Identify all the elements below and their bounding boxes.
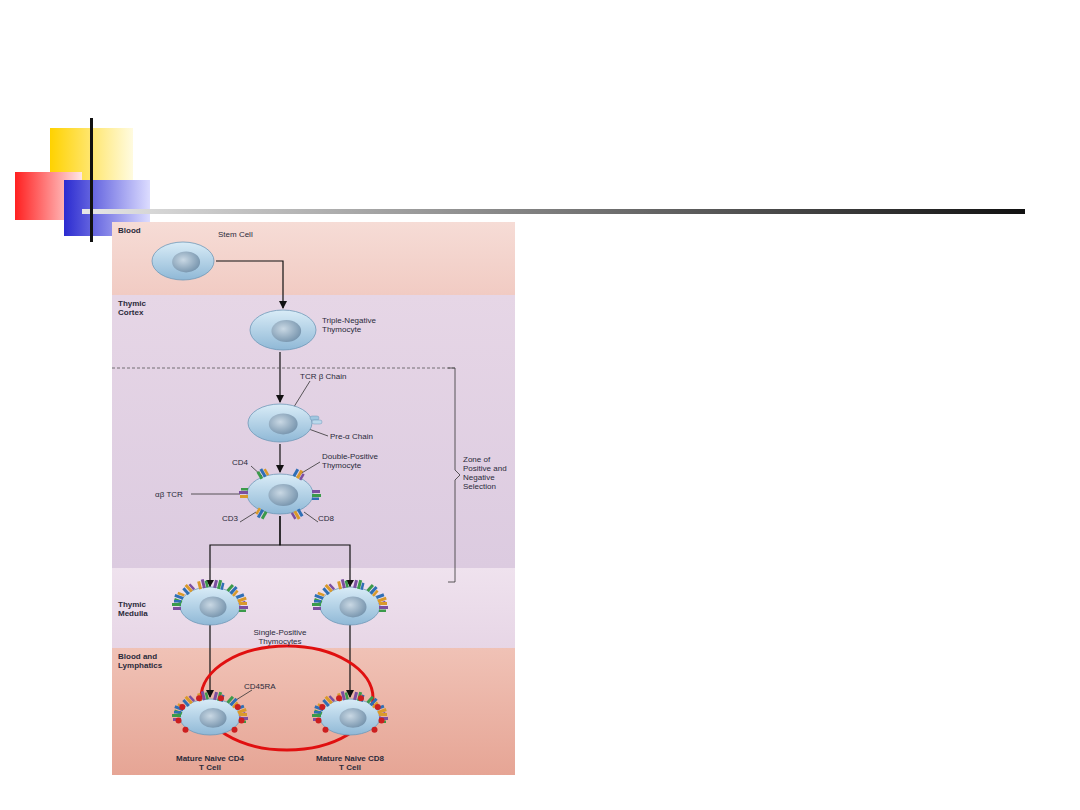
region-label: Blood and Lymphatics	[118, 652, 178, 670]
pre-tcr-cell: TCR β ChainPre-α Chain	[246, 402, 314, 444]
double-positive-cell: Double-Positive Thymocyte	[245, 472, 315, 516]
cell-label: Pre-α Chain	[330, 432, 390, 441]
part-label: CD45RA	[244, 682, 280, 691]
flow-arrow	[210, 516, 280, 697]
region-label: Blood	[118, 226, 178, 235]
part-label: CD8	[318, 514, 340, 523]
region-label: Thymic Medulla	[118, 600, 158, 618]
cell-label: Mature Naive CD8 T Cell	[315, 754, 385, 772]
cell-label: TCR β Chain	[300, 372, 360, 381]
flow-arrow	[280, 516, 350, 697]
cell-shape	[178, 697, 242, 737]
mature-cd4-cell: Mature Naive CD4 T Cell	[178, 697, 242, 737]
mature-cd8-cell: Mature Naive CD8 T Cell	[318, 697, 382, 737]
blood-lymphatics-band: Blood and LymphaticsMature Naive CD4 T C…	[112, 648, 515, 775]
flow-arrow	[279, 444, 280, 472]
cell-shape	[246, 402, 314, 444]
part-label: αβ TCR	[155, 490, 191, 499]
region-label: Thymic Cortex	[118, 299, 154, 317]
cell-shape	[150, 240, 216, 282]
cell-shape	[245, 472, 315, 516]
cell-label: Double-Positive Thymocyte	[322, 452, 388, 470]
part-label: Single-Positive Thymocytes	[240, 628, 320, 646]
cortex-band: Thymic CortexTriple-Negative ThymocyteTC…	[112, 295, 515, 568]
cell-shape	[248, 308, 318, 352]
cell-shape	[318, 697, 382, 737]
blood-band: BloodStem Cell	[112, 222, 515, 295]
part-label: CD3	[222, 514, 244, 523]
part-label: CD4	[232, 458, 262, 467]
stem-cell: Stem Cell	[150, 240, 216, 282]
flow-arrow	[279, 352, 280, 402]
flow-arrow	[216, 261, 283, 308]
cell-label: Stem Cell	[218, 230, 268, 239]
cell-label: Mature Naive CD4 T Cell	[175, 754, 245, 772]
cell-label: Triple-Negative Thymocyte	[322, 316, 384, 334]
triple-negative-cell: Triple-Negative Thymocyte	[248, 308, 318, 352]
part-label: Zone of Positive and Negative Selection	[463, 455, 513, 491]
